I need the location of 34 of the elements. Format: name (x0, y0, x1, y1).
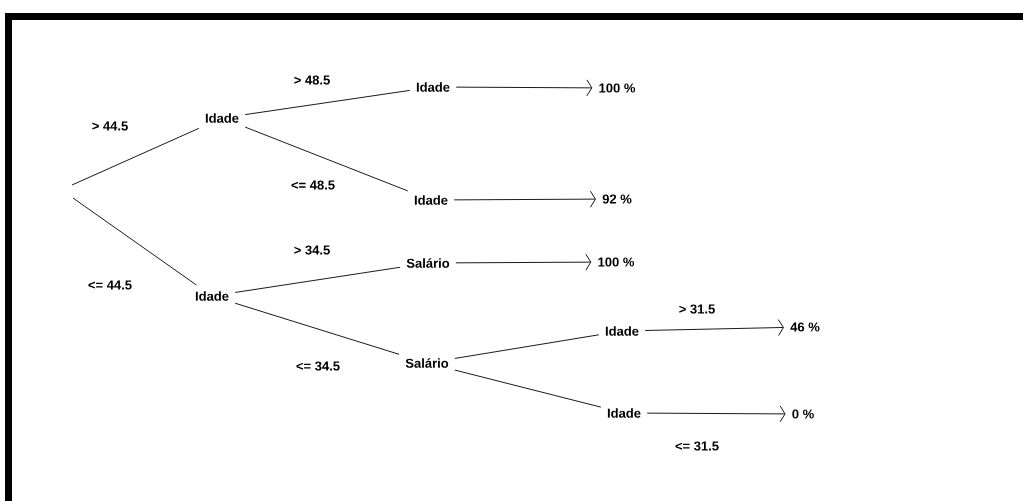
result-label: 46 % (790, 322, 820, 332)
edge-label: > 48.5 (292, 74, 332, 86)
edge-label: > 31.5 (677, 303, 717, 315)
edge-label: <= 48.5 (289, 179, 337, 191)
edge-label: <= 34.5 (294, 360, 342, 372)
branch-line (454, 334, 600, 359)
arrow (453, 190, 596, 208)
node-label: Idade (414, 195, 448, 205)
branch-line (234, 266, 401, 293)
node-label: Salário (406, 258, 450, 268)
branch-line (234, 302, 400, 355)
node-label: Idade (205, 113, 239, 123)
branch-line (454, 369, 602, 408)
branch-line (71, 127, 200, 186)
node-label: Idade (607, 408, 641, 418)
branch-line (244, 126, 409, 192)
edge-label: <= 31.5 (673, 440, 721, 452)
arrow (646, 405, 786, 423)
edge-label: > 44.5 (90, 120, 130, 132)
branch-line (72, 197, 197, 286)
node-label: Idade (195, 291, 229, 301)
node-label: Idade (416, 82, 450, 92)
node-label: Salário (405, 358, 449, 368)
result-label: 0 % (792, 409, 814, 419)
result-label: 100 % (598, 257, 635, 267)
result-label: 100 % (599, 83, 636, 93)
branch-line (244, 89, 411, 116)
arrow (455, 79, 593, 97)
edge-label: <= 44.5 (86, 279, 134, 291)
arrow (455, 253, 592, 271)
node-label: Idade (605, 326, 639, 336)
arrow (644, 319, 784, 337)
edge-label: > 34.5 (292, 244, 332, 256)
result-label: 92 % (602, 194, 632, 204)
